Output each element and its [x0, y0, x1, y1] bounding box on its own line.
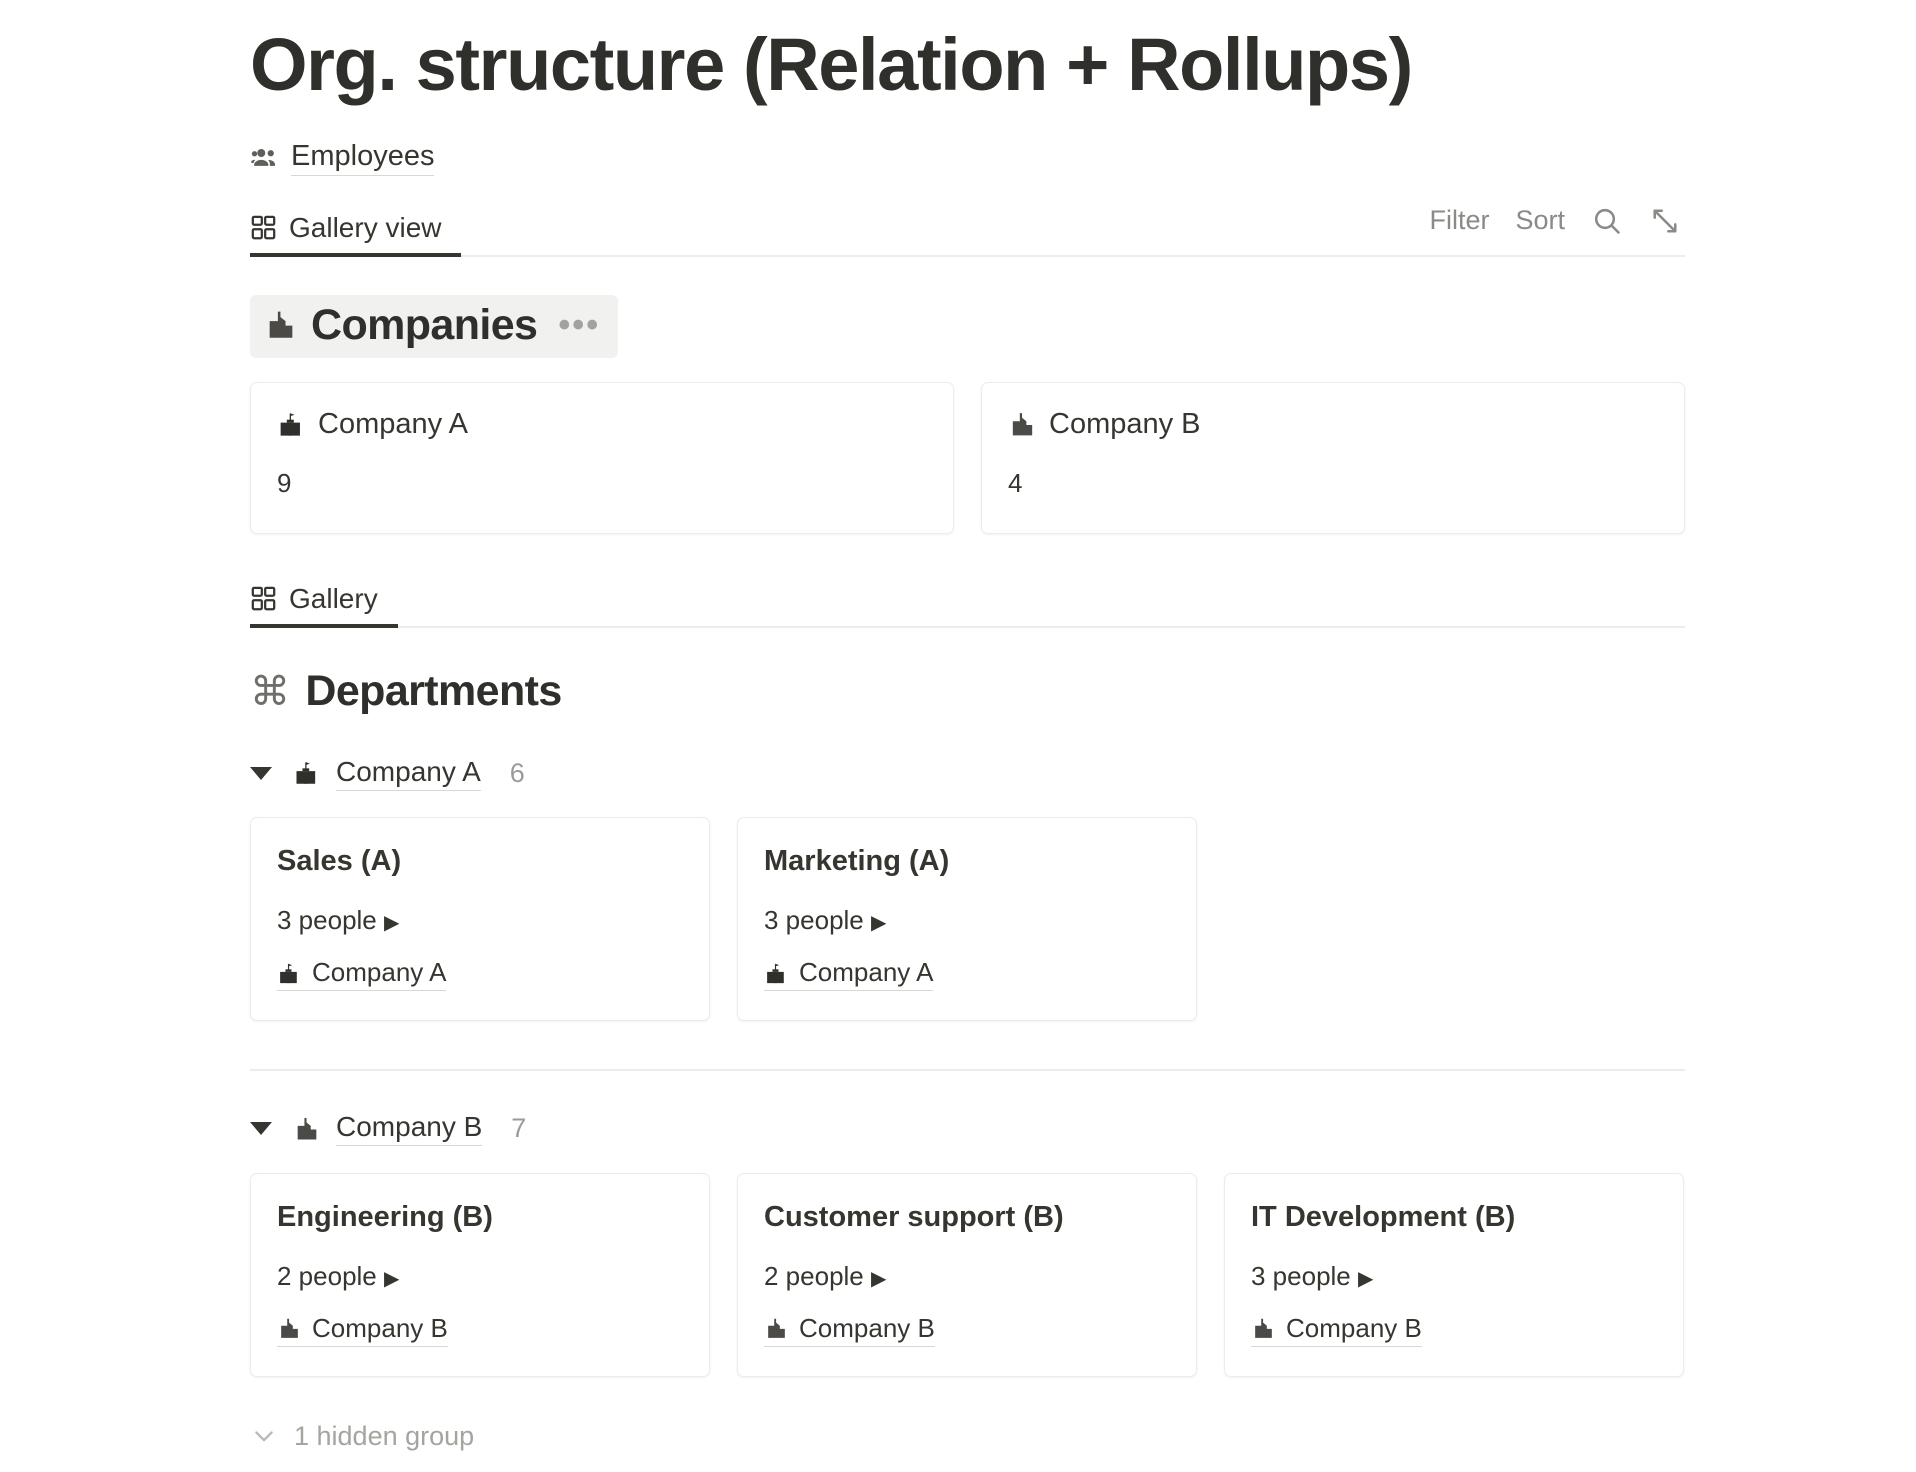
city-building-icon: [277, 1316, 302, 1341]
collapse-caret-icon[interactable]: [250, 1122, 272, 1136]
page-title: Org. structure (Relation + Rollups): [250, 23, 1413, 106]
companies-card-grid: Company A 9 Company B 4: [250, 381, 1685, 534]
card-people-rollup: 3 people ▶: [1251, 1261, 1657, 1292]
hidden-groups-toggle[interactable]: 1 hidden group: [250, 1421, 474, 1452]
expand-triangle-icon[interactable]: ▶: [871, 1267, 887, 1290]
card-rollup-value: 9: [277, 467, 292, 498]
gallery-grid-icon: [250, 585, 277, 612]
hidden-groups-label: 1 hidden group: [294, 1420, 475, 1451]
card-people-count: 3 people: [764, 905, 864, 936]
relation-company-b[interactable]: Company B: [764, 1312, 935, 1347]
departments-card-grid-company-a: Sales (A) 3 people ▶: [250, 817, 1685, 1022]
breadcrumb-employees[interactable]: Employees: [250, 140, 435, 176]
card-people-rollup: 3 people ▶: [764, 905, 1170, 936]
card-people-count: 3 people: [277, 905, 377, 936]
group-count: 7: [511, 1113, 527, 1144]
group-header-company-b[interactable]: Company B 7: [250, 1109, 1685, 1149]
chevron-down-icon: [250, 1422, 278, 1450]
relation-company-a[interactable]: Company A: [277, 957, 447, 992]
office-building-flag-icon: [277, 410, 306, 439]
tab-gallery[interactable]: Gallery: [250, 570, 398, 628]
relation-label: Company B: [799, 1312, 935, 1343]
section-header-companies[interactable]: Companies •••: [250, 294, 619, 358]
expand-diagonal-icon[interactable]: [1649, 205, 1681, 237]
tab-gallery-view-label: Gallery view: [289, 211, 442, 243]
view-toolbar-departments: Gallery: [250, 570, 1685, 628]
city-building-icon: [264, 308, 298, 342]
city-building-icon: [293, 1115, 321, 1143]
breadcrumb-label: Employees: [291, 140, 435, 176]
group-label[interactable]: Company A: [336, 756, 481, 791]
expand-triangle-icon[interactable]: ▶: [871, 912, 887, 935]
relation-label: Company A: [312, 957, 447, 988]
group-divider: [250, 1069, 1685, 1071]
card-title-label: Sales (A): [277, 845, 402, 878]
group-count: 6: [509, 757, 525, 788]
card-title-label: Company A: [318, 407, 468, 440]
relation-label: Company A: [799, 957, 934, 988]
card-people-count: 2 people: [764, 1260, 864, 1291]
city-building-icon: [764, 1316, 789, 1341]
card-title: Company A: [277, 407, 927, 442]
toolbar-actions: Filter Sort: [1429, 199, 1685, 237]
card-title: Company B: [1008, 407, 1658, 442]
relation-label: Company B: [312, 1312, 448, 1343]
office-building-flag-icon: [293, 759, 321, 787]
card-department-engineering-b[interactable]: Engineering (B) 2 people ▶ Company B: [250, 1172, 710, 1377]
card-relation-row: Company A: [764, 957, 1170, 992]
card-rollup-value: 4: [1008, 467, 1023, 498]
card-relation-row: Company A: [277, 957, 683, 992]
card-relation-row: Company B: [1251, 1312, 1657, 1347]
card-department-it-development-b[interactable]: IT Development (B) 3 people ▶ Company B: [1224, 1172, 1684, 1377]
section-overflow-menu-icon[interactable]: •••: [558, 306, 601, 345]
people-icon: [250, 143, 280, 173]
card-title-label: Customer support (B): [764, 1200, 1064, 1233]
tab-gallery-label: Gallery: [289, 582, 378, 614]
relation-label: Company B: [1286, 1312, 1422, 1343]
card-company-a[interactable]: Company A 9: [250, 381, 954, 534]
section-header-companies-label: Companies: [311, 300, 538, 349]
office-building-flag-icon: [764, 961, 789, 986]
sort-button[interactable]: Sort: [1515, 205, 1565, 236]
expand-triangle-icon[interactable]: ▶: [384, 1267, 400, 1290]
card-title-label: Marketing (A): [764, 845, 950, 878]
card-title-label: Engineering (B): [277, 1200, 493, 1233]
command-loop-icon: ⌘: [250, 669, 290, 714]
relation-company-b[interactable]: Company B: [1251, 1312, 1422, 1347]
tab-gallery-view[interactable]: Gallery view: [250, 199, 462, 257]
card-department-sales-a[interactable]: Sales (A) 3 people ▶: [250, 817, 710, 1022]
expand-triangle-icon[interactable]: ▶: [1358, 1267, 1374, 1290]
filter-button[interactable]: Filter: [1429, 205, 1490, 236]
city-building-icon: [1008, 410, 1037, 439]
card-people-count: 2 people: [277, 1260, 377, 1291]
relation-company-b[interactable]: Company B: [277, 1312, 448, 1347]
view-toolbar: Gallery view Filter Sort: [250, 199, 1685, 257]
card-people-rollup: 3 people ▶: [277, 905, 683, 936]
card-people-count: 3 people: [1251, 1260, 1351, 1291]
relation-company-a[interactable]: Company A: [764, 957, 934, 992]
gallery-grid-icon: [250, 214, 277, 241]
card-company-b[interactable]: Company B 4: [981, 381, 1685, 534]
group-label[interactable]: Company B: [336, 1111, 483, 1147]
card-relation-row: Company B: [764, 1312, 1170, 1347]
card-relation-row: Company B: [277, 1312, 683, 1347]
card-department-marketing-a[interactable]: Marketing (A) 3 people ▶: [737, 817, 1197, 1022]
city-building-icon: [1251, 1316, 1276, 1341]
card-title-label: Company B: [1049, 407, 1201, 440]
card-department-customer-support-b[interactable]: Customer support (B) 2 people ▶ Company …: [737, 1172, 1197, 1377]
card-people-rollup: 2 people ▶: [764, 1261, 1170, 1292]
card-title-label: IT Development (B): [1251, 1200, 1516, 1233]
departments-card-grid-company-b: Engineering (B) 2 people ▶ Company B Cus…: [250, 1172, 1685, 1377]
group-header-company-a[interactable]: Company A 6: [250, 753, 1685, 793]
database-title-departments[interactable]: ⌘ Departments: [250, 666, 1685, 715]
office-building-flag-icon: [277, 961, 302, 986]
card-people-rollup: 2 people ▶: [277, 1261, 683, 1292]
database-title-label: Departments: [305, 666, 562, 715]
collapse-caret-icon[interactable]: [250, 766, 272, 780]
search-icon[interactable]: [1591, 205, 1623, 237]
expand-triangle-icon[interactable]: ▶: [384, 912, 400, 935]
